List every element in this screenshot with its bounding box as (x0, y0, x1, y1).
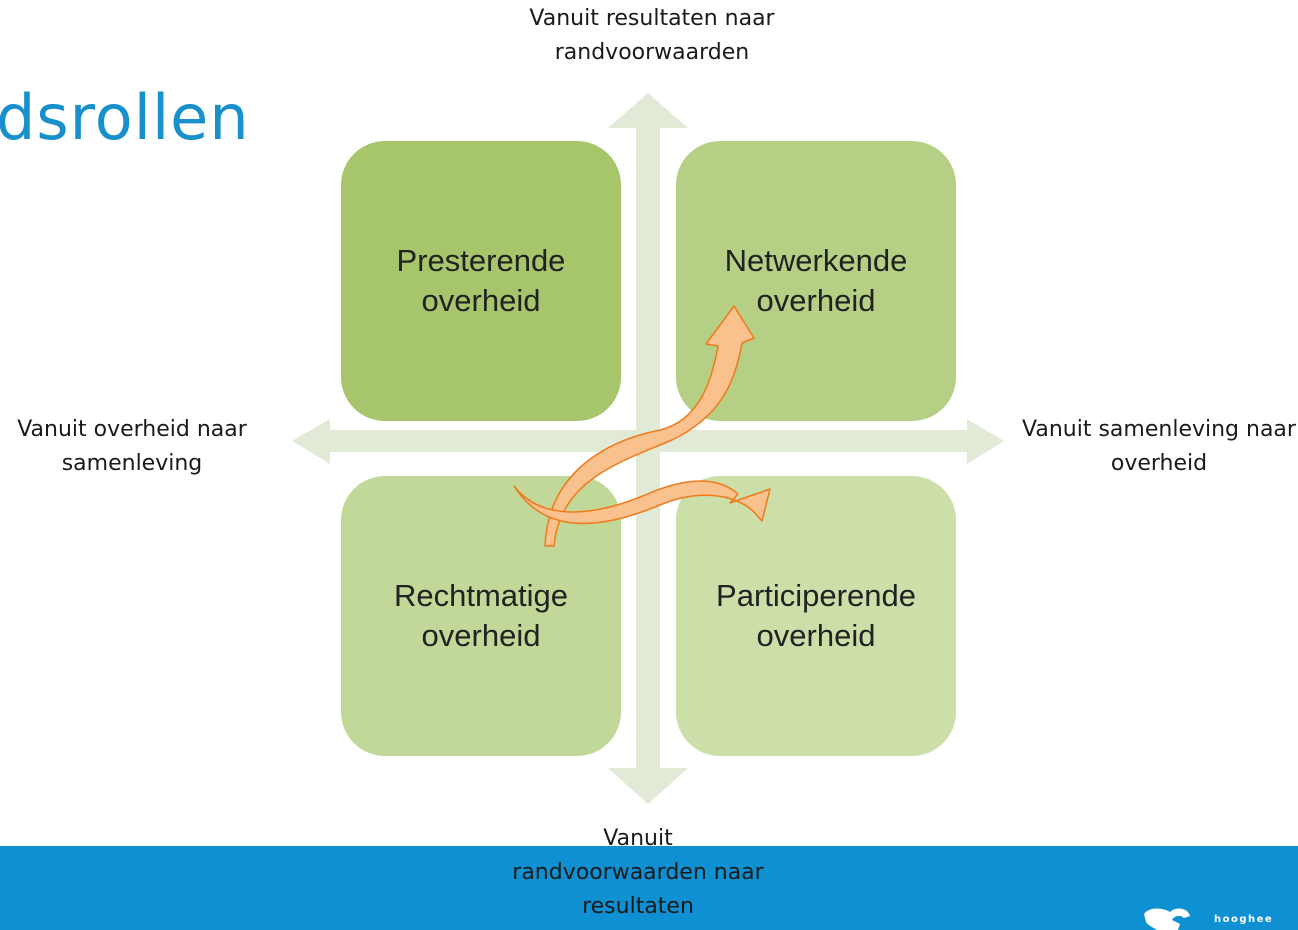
quadrant-presterende: Presterende overheid (341, 141, 621, 421)
axis-label-top: Vanuit resultaten naar randvoorwaarden (529, 6, 775, 65)
curve-arrow-to-netwerkende (544, 305, 755, 547)
axis-label-left: Vanuit overheid naar samenleving (17, 417, 247, 476)
quadrant-label: Rechtmatige overheid (393, 578, 569, 653)
logo: hooghee (1128, 906, 1298, 930)
quadrant-label: Participerende overheid (716, 578, 916, 653)
quadrant-label: Presterende overheid (396, 243, 566, 318)
footer-bar (0, 846, 1298, 930)
axis-label-right: Vanuit samenleving naar overheid (1022, 417, 1296, 476)
curve-arrow-to-participerende (513, 480, 771, 525)
logo-text: hooghee (1214, 914, 1274, 925)
logo-mark-icon (1144, 908, 1190, 930)
quadrant-netwerkende: Netwerkende overheid (676, 141, 956, 421)
axis-label-bottom: Vanuit randvoorwaarden naar resultaten (512, 826, 764, 919)
quadrant-participerende: Participerende overheid (676, 476, 956, 756)
quadrant-label: Netwerkende overheid (724, 243, 908, 318)
slide-title: dsrollen (0, 81, 250, 154)
